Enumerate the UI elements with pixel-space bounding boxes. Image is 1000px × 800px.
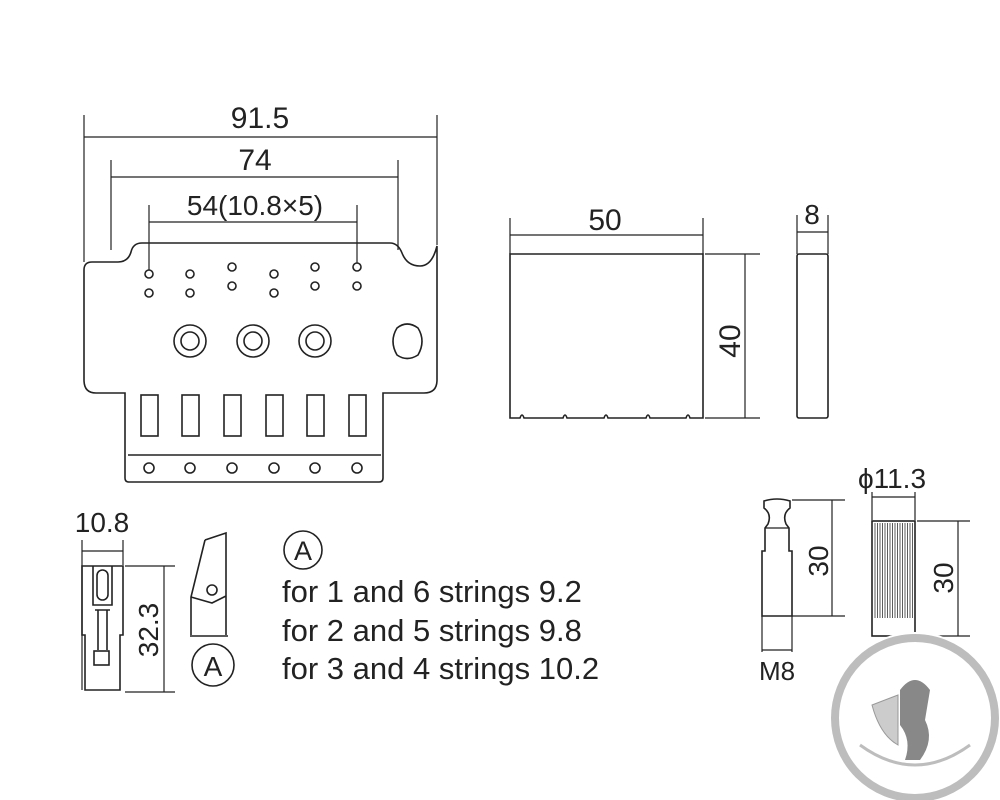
note-line: for 3 and 4 strings 10.2 — [282, 651, 599, 686]
saddle-icon — [265, 394, 284, 437]
saddle-icon — [223, 394, 242, 437]
dim-block-height: 40 — [714, 324, 747, 357]
dim-post-spacing: 74 — [238, 144, 271, 177]
lion-icon — [900, 680, 930, 760]
tremvita-logo — [829, 632, 1000, 800]
dim-block-thickness: 8 — [804, 199, 820, 230]
tremolo-block-side: 8 — [796, 199, 829, 419]
saddle-icon — [348, 394, 367, 437]
mount-hole-icon — [143, 462, 155, 474]
dim-saddle-width: 10.8 — [75, 507, 130, 538]
mount-hole-icon — [351, 462, 363, 474]
arm-socket-icon — [392, 323, 423, 360]
stud-hole-icon — [243, 331, 263, 351]
post-view: 30 M8 — [759, 498, 845, 686]
screw-hole-icon — [310, 281, 320, 291]
screw-hole-icon — [227, 281, 237, 291]
dim-block-width: 50 — [588, 204, 621, 237]
mount-hole-icon — [309, 462, 321, 474]
mount-hole-icon — [268, 462, 280, 474]
bushing-view: ϕ11.3 30 — [858, 463, 970, 637]
stud-ring-icon — [236, 324, 270, 358]
screw-hole-icon — [352, 262, 362, 272]
saddle-top-view: 10.8 32.3 — [75, 507, 175, 693]
stud-hole-icon — [180, 331, 200, 351]
saddle-icon — [181, 394, 200, 437]
stud-hole-icon — [305, 331, 325, 351]
saddle-icon — [140, 394, 159, 437]
screw-hole-icon — [352, 281, 362, 291]
stud-ring-icon — [173, 324, 207, 358]
screw-hole-icon — [310, 262, 320, 272]
dim-post-thread: M8 — [759, 656, 795, 686]
dim-string-spacing: 54(10.8×5) — [187, 190, 323, 221]
notes: A for 1 and 6 strings 9.2 for 2 and 5 st… — [282, 530, 599, 686]
screw-hole-icon — [269, 269, 279, 279]
note-line: for 1 and 6 strings 9.2 — [282, 574, 582, 609]
dim-saddle-length: 32.3 — [133, 603, 164, 658]
detail-marker-circle — [191, 643, 235, 687]
screw-hole-icon — [269, 288, 279, 298]
harp-shield-icon — [871, 694, 899, 746]
saddle-detail-a: A — [190, 531, 235, 687]
dim-bushing-height: 30 — [928, 562, 959, 593]
notes-marker: A — [294, 536, 312, 566]
stud-ring-icon — [298, 324, 332, 358]
mount-hole-icon — [226, 462, 238, 474]
saddle-icon — [306, 394, 325, 437]
tremolo-block-front: 50 40 — [509, 204, 760, 419]
detail-marker-label: A — [204, 651, 223, 682]
bridge-top-view: 91.5 74 54(10.8×5) — [83, 102, 438, 483]
bridge-plate-outline — [83, 242, 438, 483]
dim-overall-width: 91.5 — [231, 102, 289, 135]
dim-post-height: 30 — [803, 545, 834, 576]
screw-hole-icon — [144, 269, 154, 279]
screw-hole-icon — [144, 288, 154, 298]
screw-hole-icon — [185, 269, 195, 279]
screw-hole-icon — [185, 288, 195, 298]
mount-hole-icon — [184, 462, 196, 474]
note-line: for 2 and 5 strings 9.8 — [282, 613, 582, 648]
dim-bushing-diameter: ϕ11.3 — [858, 463, 926, 494]
screw-hole-icon — [227, 262, 237, 272]
